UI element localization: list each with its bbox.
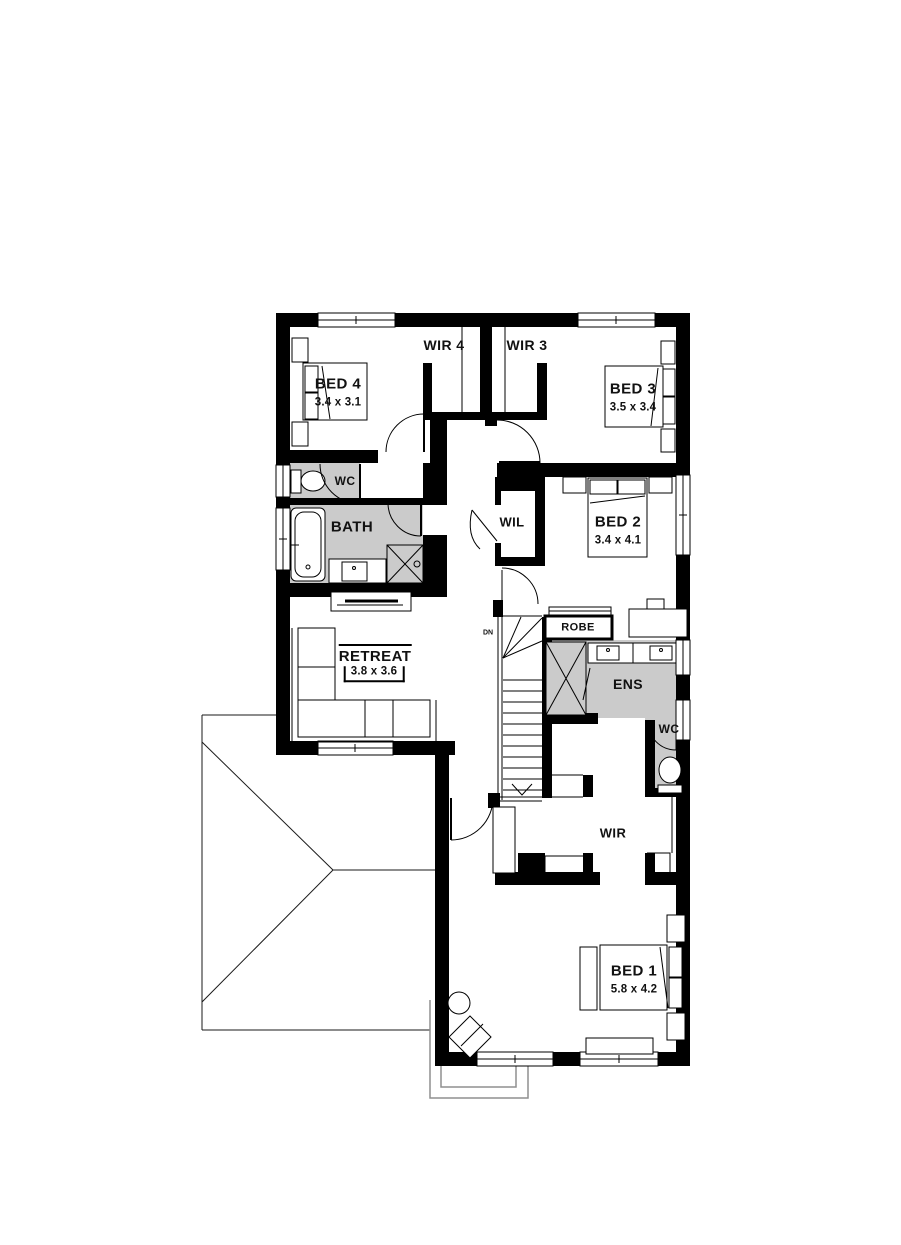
room-label-bed3: BED 3 [609, 380, 657, 398]
room-dim-bed1: 5.8 x 4.2 [610, 983, 658, 996]
wardrobe-rails [461, 327, 506, 412]
room-dim-bed3: 3.5 x 3.4 [609, 401, 657, 414]
room-label-bed2: BED 2 [594, 513, 642, 531]
bed3-furniture [604, 340, 676, 453]
room-label-retreat: RETREAT [338, 644, 412, 664]
room-label-wc-ens: WC [658, 722, 680, 736]
room-dim-bed2: 3.4 x 4.1 [594, 534, 642, 547]
stairs [495, 615, 543, 802]
bed1-furniture [447, 914, 686, 1059]
retreat-furniture [291, 591, 437, 743]
stairs-direction-label: DN [482, 629, 494, 637]
room-label-wc-upper: WC [334, 474, 356, 488]
room-label-wir-master: WIR [599, 825, 627, 841]
wc-ens-fixtures [657, 756, 683, 794]
bed2-furniture [562, 476, 673, 558]
bed4-furniture [291, 337, 368, 447]
ens-fixtures [545, 641, 677, 716]
room-label-wil: WIL [499, 514, 525, 530]
door-arcs [319, 413, 677, 841]
room-label-wir4: WIR 4 [423, 337, 465, 353]
wir-shelving [492, 774, 673, 878]
room-label-ens: ENS [613, 676, 643, 692]
windows [275, 312, 691, 1067]
room-dim-retreat: 3.8 x 3.6 [343, 666, 405, 682]
room-label-robe: ROBE [561, 621, 595, 634]
room-label-bath: BATH [330, 518, 374, 536]
roof-outline [201, 714, 437, 1031]
room-label-bed4: BED 4 [314, 375, 362, 393]
room-label-wir3: WIR 3 [506, 337, 548, 353]
room-dim-bed4: 3.4 x 3.1 [314, 396, 362, 409]
bath-fixtures [290, 507, 424, 584]
room-label-bed1: BED 1 [610, 962, 658, 980]
wc-upper-fixtures [290, 469, 326, 494]
robe-and-cabinet [543, 598, 688, 641]
